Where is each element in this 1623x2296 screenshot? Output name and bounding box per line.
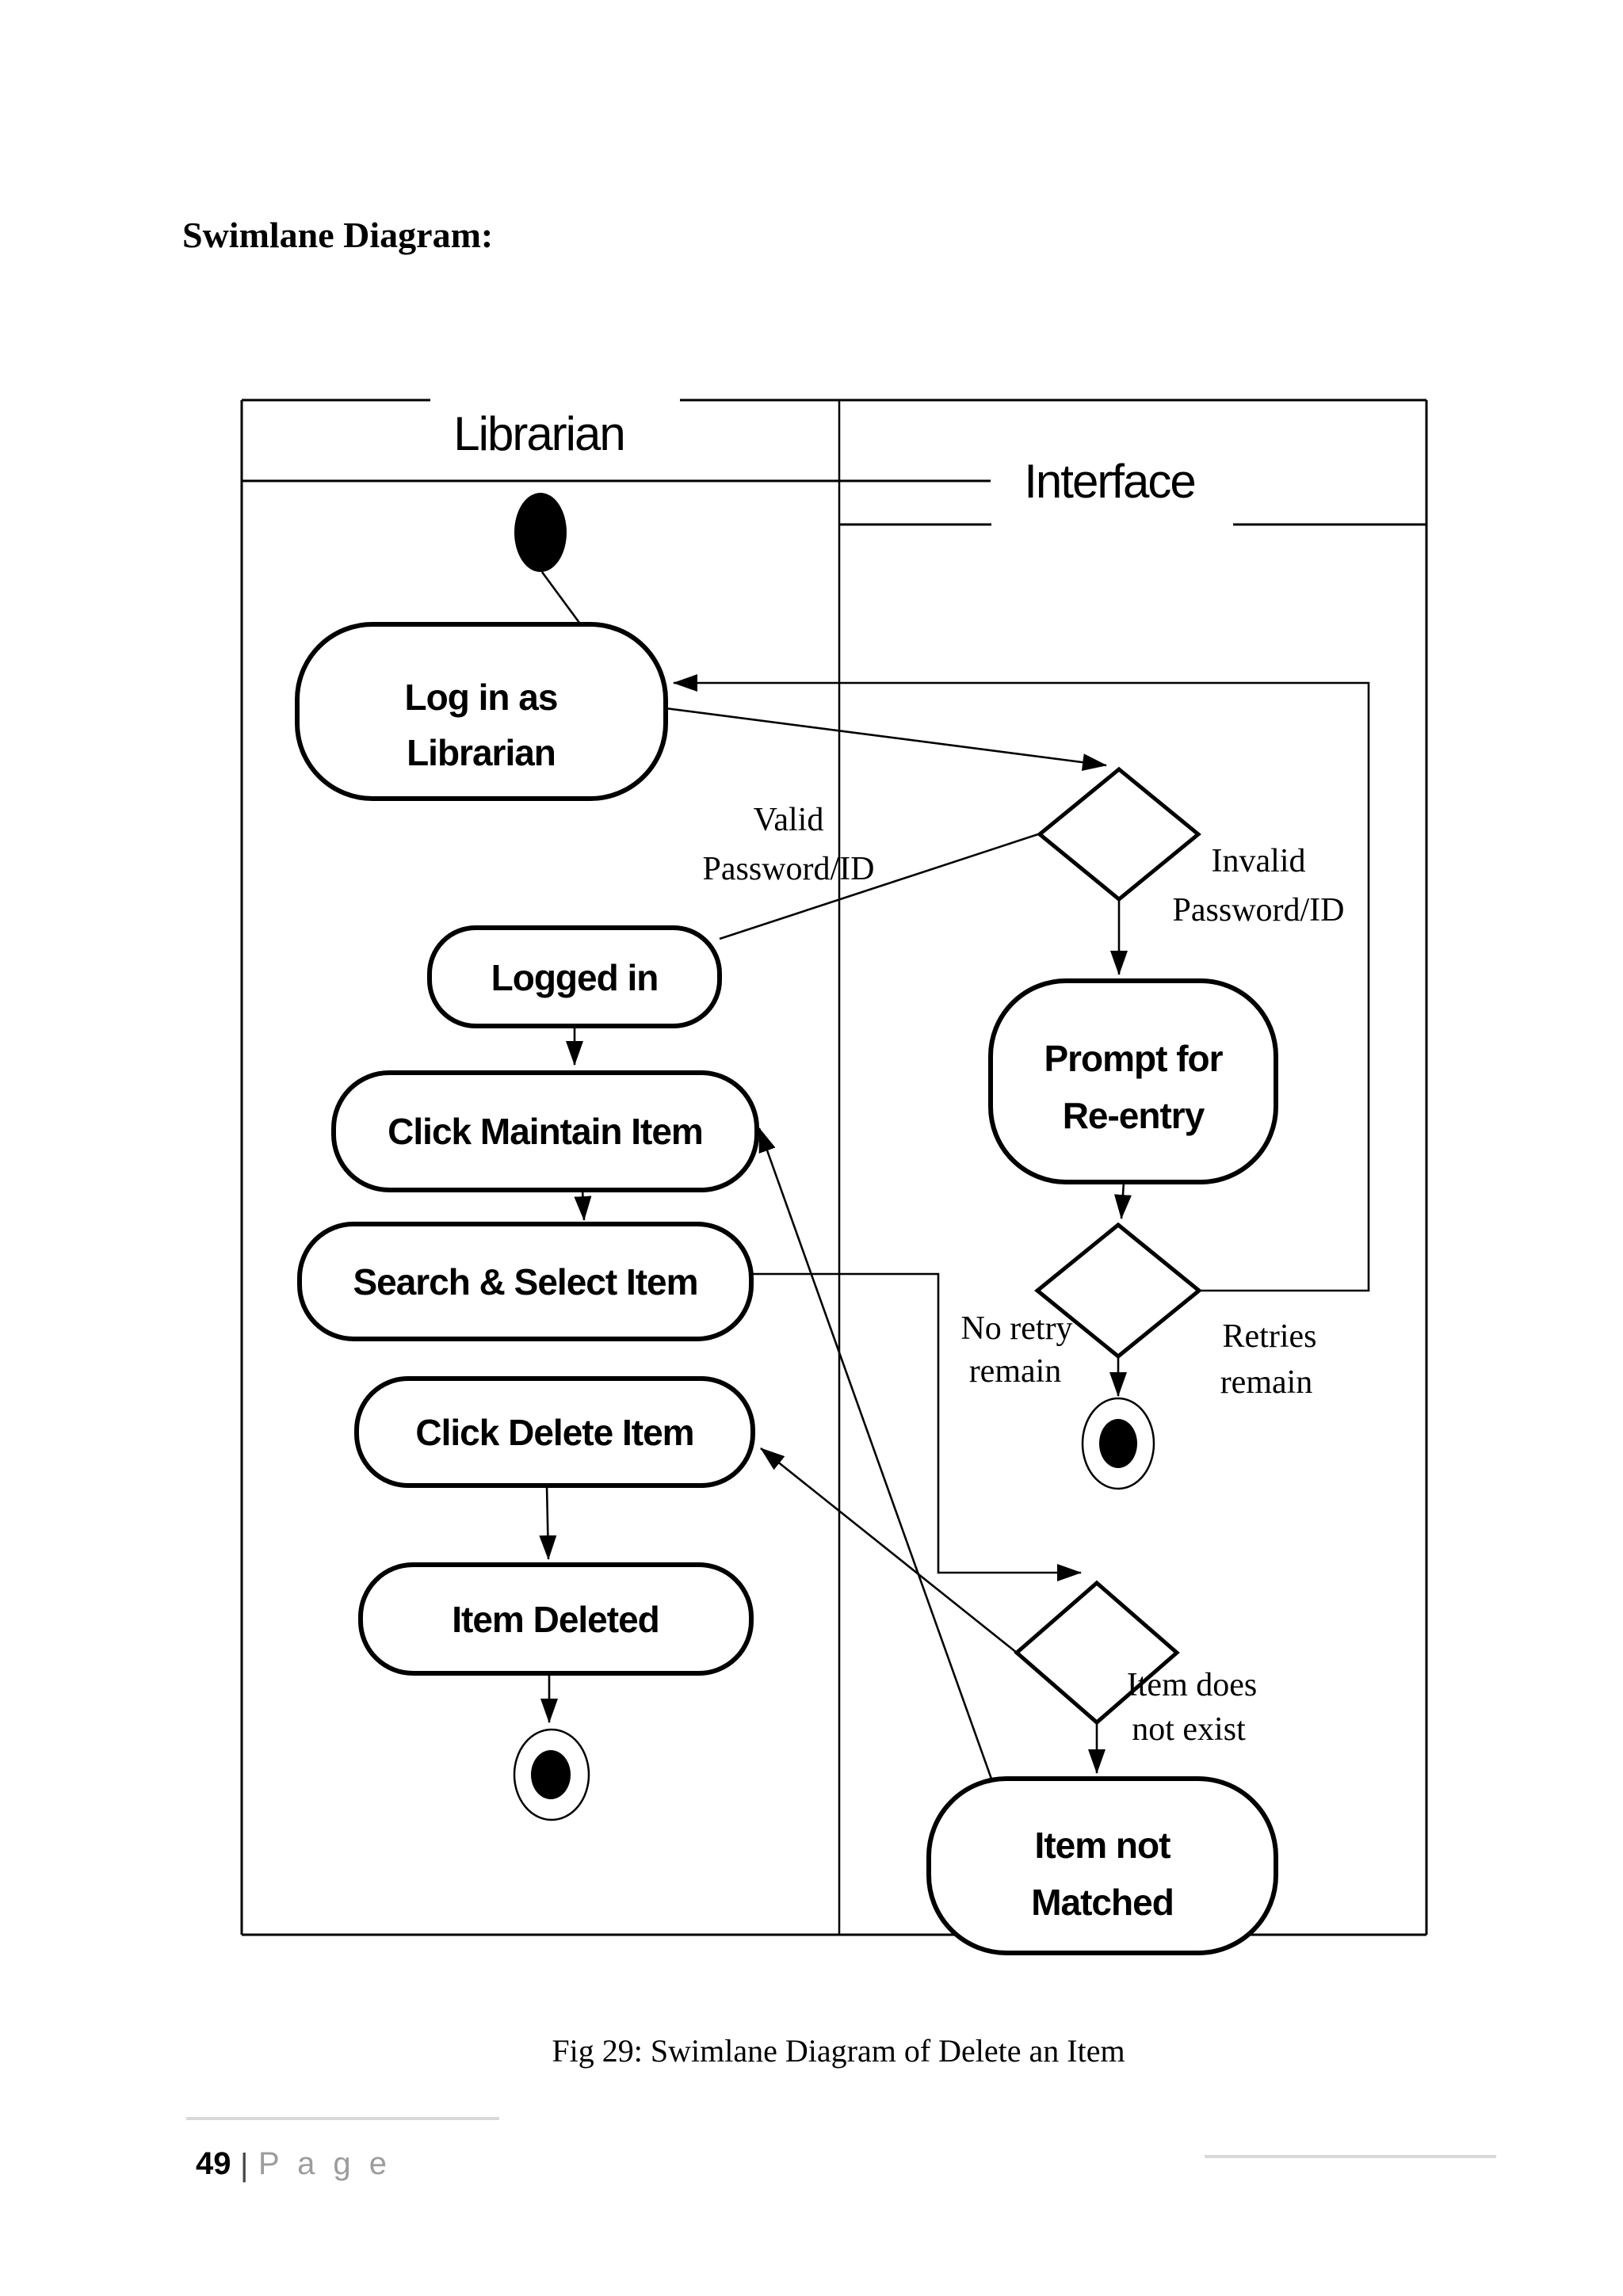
node-item-deleted-label: Item Deleted bbox=[452, 1599, 659, 1640]
edge-not-matched-to-click-maintain bbox=[758, 1127, 994, 1782]
guard-retries-line1: Retries bbox=[1223, 1318, 1317, 1355]
figure-caption: Fig 29: Swimlane Diagram of Delete an It… bbox=[552, 2033, 1125, 2069]
node-item-not-matched-line1: Item not bbox=[1035, 1825, 1171, 1866]
node-click-delete-item: Click Delete Item bbox=[354, 1376, 755, 1488]
page-title: Swimlane Diagram: bbox=[182, 215, 493, 255]
edge-start-to-login bbox=[540, 571, 583, 627]
node-search-select-item: Search & Select Item bbox=[297, 1222, 754, 1341]
node-login-line2: Librarian bbox=[407, 732, 556, 773]
edge-valid-to-logged-in bbox=[719, 833, 1039, 940]
page-footer: 49 | P a g e bbox=[186, 2117, 1496, 2183]
edge-retries-remain-loop bbox=[673, 674, 1370, 1292]
decision-retry-check bbox=[1034, 1222, 1202, 1360]
edge-search-to-item-decision bbox=[751, 1272, 1082, 1581]
edges bbox=[539, 571, 1370, 1782]
guard-no-retry-line1: No retry bbox=[960, 1310, 1072, 1347]
guard-valid-password: Valid Password/ID bbox=[703, 802, 875, 887]
node-login-line1: Log in as bbox=[405, 677, 558, 718]
guard-valid-line1: Valid bbox=[754, 802, 824, 838]
guard-item-does-not-exist: Item does not exist bbox=[1127, 1667, 1257, 1748]
swimlane-frame: Librarian Interface bbox=[240, 399, 1428, 1936]
edge-login-to-password-decision bbox=[665, 707, 1107, 772]
node-prompt-reentry: Prompt for Re-entry bbox=[988, 978, 1278, 1184]
footer-page-label: P a g e bbox=[258, 2146, 391, 2181]
node-click-maintain-label: Click Maintain Item bbox=[388, 1111, 703, 1152]
guard-invalid-password: Invalid Password/ID bbox=[1173, 843, 1345, 929]
guard-valid-line2: Password/ID bbox=[703, 851, 875, 887]
guard-not-exist-line1: Item does bbox=[1127, 1667, 1257, 1703]
edge-click-delete-to-item-deleted bbox=[539, 1485, 557, 1560]
decision-password-check bbox=[1037, 766, 1201, 902]
node-item-deleted: Item Deleted bbox=[358, 1562, 754, 1676]
edge-click-maintain-to-search bbox=[574, 1189, 592, 1221]
guard-invalid-line1: Invalid bbox=[1212, 843, 1306, 879]
node-click-delete-label: Click Delete Item bbox=[415, 1412, 693, 1453]
node-item-not-matched: Item not Matched bbox=[926, 1776, 1278, 1955]
guard-not-exist-line2: not exist bbox=[1132, 1711, 1246, 1748]
decision-item-exists bbox=[1014, 1580, 1180, 1726]
guard-invalid-line2: Password/ID bbox=[1173, 892, 1345, 929]
guard-retries-remain: Retries remain bbox=[1220, 1318, 1317, 1401]
footer-page-number: 49 bbox=[196, 2146, 231, 2181]
final-node-librarian bbox=[513, 1728, 590, 1821]
guard-retries-line2: remain bbox=[1220, 1364, 1313, 1401]
node-login: Log in as Librarian bbox=[295, 622, 668, 801]
node-search-select-label: Search & Select Item bbox=[353, 1261, 697, 1302]
footer-divider: | bbox=[240, 2148, 248, 2183]
node-logged-in: Logged in bbox=[427, 925, 722, 1028]
lane-header-librarian: Librarian bbox=[453, 407, 624, 460]
node-click-maintain-item: Click Maintain Item bbox=[331, 1070, 759, 1192]
edge-prompt-to-retry-decision bbox=[1113, 1181, 1132, 1219]
final-node-interface bbox=[1081, 1397, 1155, 1490]
guard-no-retry-remain: No retry remain bbox=[960, 1310, 1072, 1390]
guard-no-retry-line2: remain bbox=[969, 1353, 1062, 1390]
initial-node bbox=[514, 493, 567, 572]
node-prompt-line2: Re-entry bbox=[1063, 1095, 1205, 1136]
node-prompt-line1: Prompt for bbox=[1044, 1038, 1223, 1079]
node-item-not-matched-line2: Matched bbox=[1031, 1882, 1174, 1923]
lane-header-interface: Interface bbox=[1024, 455, 1194, 508]
node-logged-in-label: Logged in bbox=[491, 957, 659, 998]
edge-item-exists-to-click-delete bbox=[760, 1447, 1018, 1654]
